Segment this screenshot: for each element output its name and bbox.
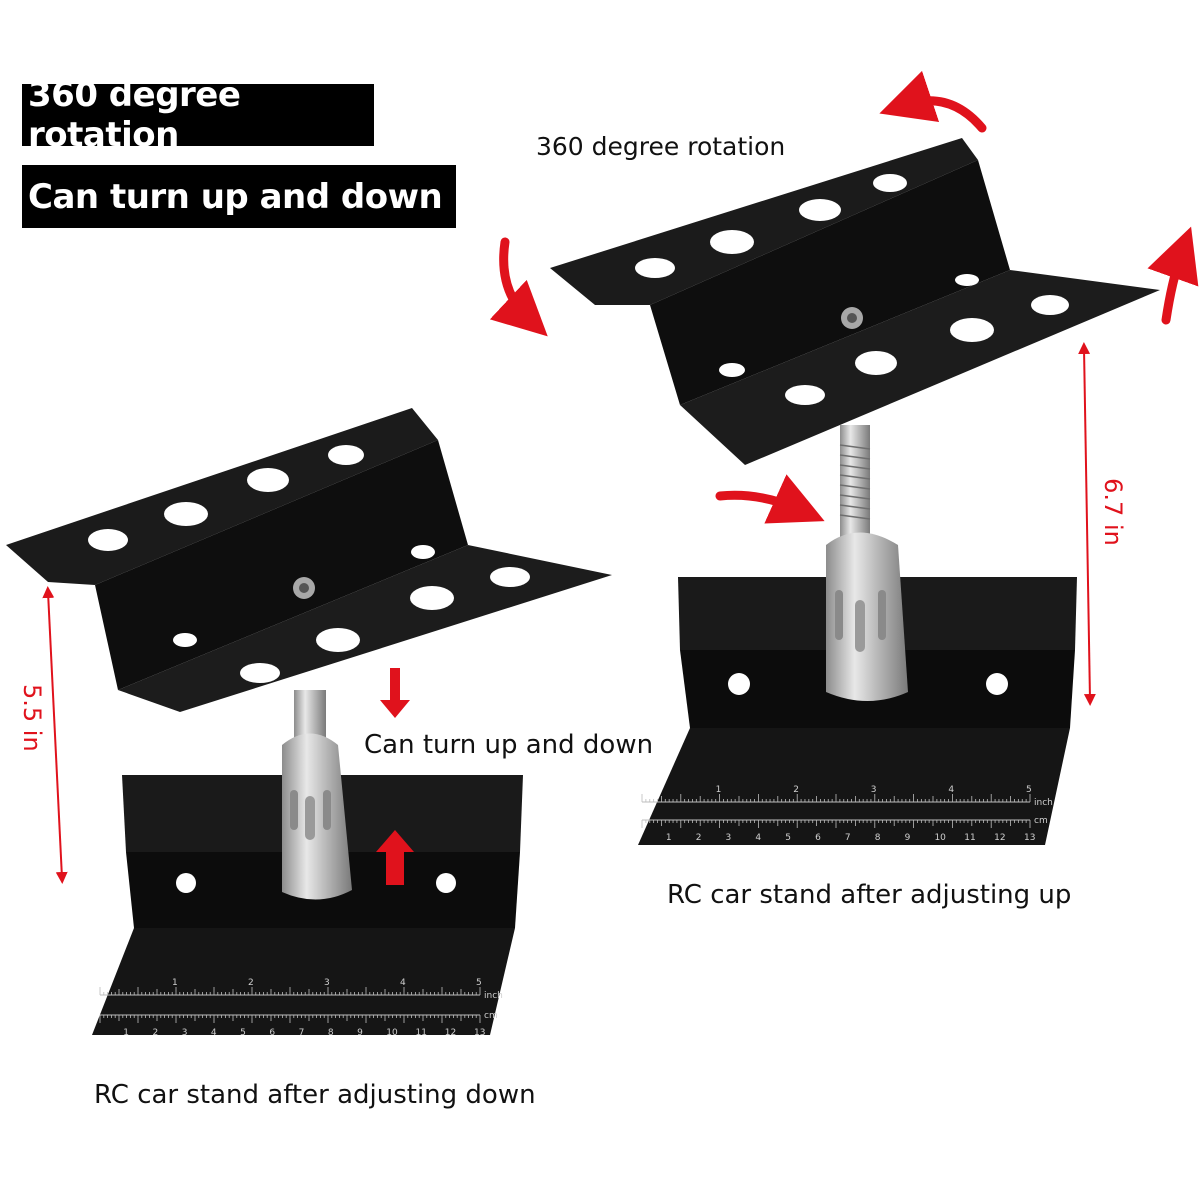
- ruler-cm-label: 2: [152, 1028, 158, 1038]
- ruler-cm-label: 10: [934, 833, 946, 843]
- ruler-cm-label: 7: [299, 1028, 305, 1038]
- ruler-cm-label: 7: [845, 833, 851, 843]
- ruler-cm-label: 5: [785, 833, 791, 843]
- post-left: [282, 690, 352, 900]
- ruler-inch-unit: inch: [484, 991, 503, 1001]
- caption-rotation: 360 degree rotation: [536, 132, 786, 161]
- ruler-cm-label: 5: [240, 1028, 246, 1038]
- ruler-cm-label: 13: [474, 1028, 485, 1038]
- ruler-cm-label: 6: [269, 1028, 275, 1038]
- caption-turn-up-down: Can turn up and down: [364, 730, 654, 760]
- up-arrow-icon: [376, 830, 414, 885]
- curved-arrow-left-icon: [489, 237, 548, 337]
- ruler-cm-label: 3: [182, 1028, 188, 1038]
- ruler-inch-label: 2: [248, 978, 254, 988]
- banner-turn-up-down: Can turn up and down: [22, 165, 456, 228]
- ruler-cm-label: 12: [445, 1028, 456, 1038]
- top-plate-left: [6, 408, 612, 712]
- ruler-cm-label: 4: [211, 1028, 217, 1038]
- ruler-inch-label: 4: [400, 978, 406, 988]
- ruler-cm-label: 3: [726, 833, 732, 843]
- ruler-cm-label: 1: [123, 1028, 129, 1038]
- ruler-inch-label: 5: [1026, 785, 1032, 795]
- caption-after-down: RC car stand after adjusting down: [94, 1080, 536, 1110]
- ruler-cm-label: 11: [416, 1028, 427, 1038]
- ruler-cm-label: 8: [875, 833, 881, 843]
- dimension-line-high: [1078, 342, 1096, 706]
- ruler-cm-label: 2: [696, 833, 702, 843]
- ruler-inch-label: 3: [324, 978, 330, 988]
- ruler-cm-label: 9: [905, 833, 911, 843]
- post-right: [826, 425, 908, 701]
- dimension-lines: [42, 342, 1096, 884]
- ruler-inch-label: 4: [948, 785, 954, 795]
- ruler-cm-label: 12: [994, 833, 1005, 843]
- rotation-arrows: [489, 70, 1199, 524]
- ruler-cm-label: 1: [666, 833, 672, 843]
- ruler-cm-label: 6: [815, 833, 821, 843]
- curved-arrow-top-icon: [879, 70, 987, 133]
- dimension-line-low: [42, 586, 68, 884]
- ruler-inch-label: 2: [793, 785, 799, 795]
- ruler-cm-label: 11: [964, 833, 975, 843]
- ruler-inch-label: 1: [716, 785, 722, 795]
- ruler-inch-label: 1: [172, 978, 178, 988]
- curved-arrow-right-icon: [1147, 226, 1199, 325]
- ruler-cm-unit: cm: [484, 1011, 498, 1021]
- dimension-high-label: 6.7 in: [1099, 478, 1127, 546]
- caption-after-up: RC car stand after adjusting up: [667, 880, 1072, 910]
- top-plate-right: [550, 138, 1160, 465]
- ruler-cm-unit: cm: [1034, 816, 1048, 826]
- ruler-cm-label: 4: [755, 833, 761, 843]
- dimension-low-label: 5.5 in: [18, 684, 46, 752]
- ruler-cm-label: 9: [357, 1028, 363, 1038]
- ruler-inch-label: 5: [476, 978, 482, 988]
- ruler-inch-label: 3: [871, 785, 877, 795]
- ruler-cm-label: 10: [386, 1028, 398, 1038]
- ruler-inch-unit: inch: [1034, 798, 1053, 808]
- down-arrow-icon: [380, 668, 410, 718]
- height-arrows: [376, 668, 414, 885]
- ruler-cm-label: 8: [328, 1028, 334, 1038]
- ruler-cm-label: 13: [1024, 833, 1035, 843]
- curved-arrow-middle-icon: [715, 474, 825, 524]
